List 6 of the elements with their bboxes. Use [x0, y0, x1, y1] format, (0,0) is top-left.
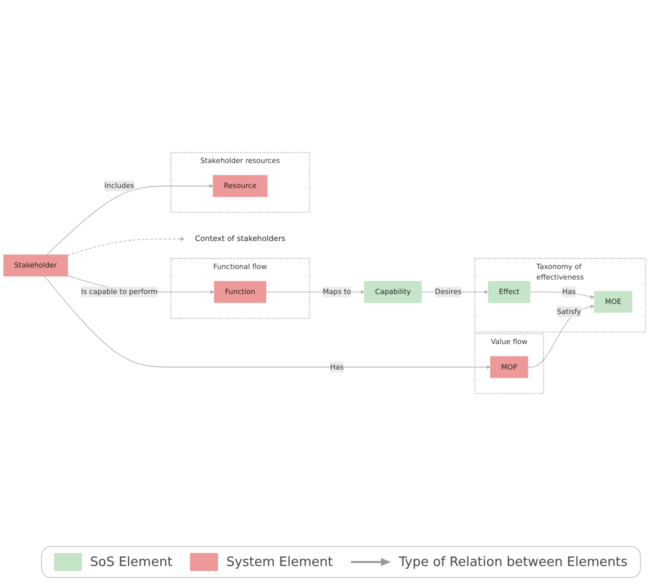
legend-label: Type of Relation between Elements: [398, 554, 628, 570]
arrow: [528, 304, 595, 368]
arrow: [67, 237, 184, 256]
legend-label: SoS Element: [90, 554, 172, 570]
legend-label: System Element: [226, 554, 333, 570]
arrow: [46, 184, 214, 256]
